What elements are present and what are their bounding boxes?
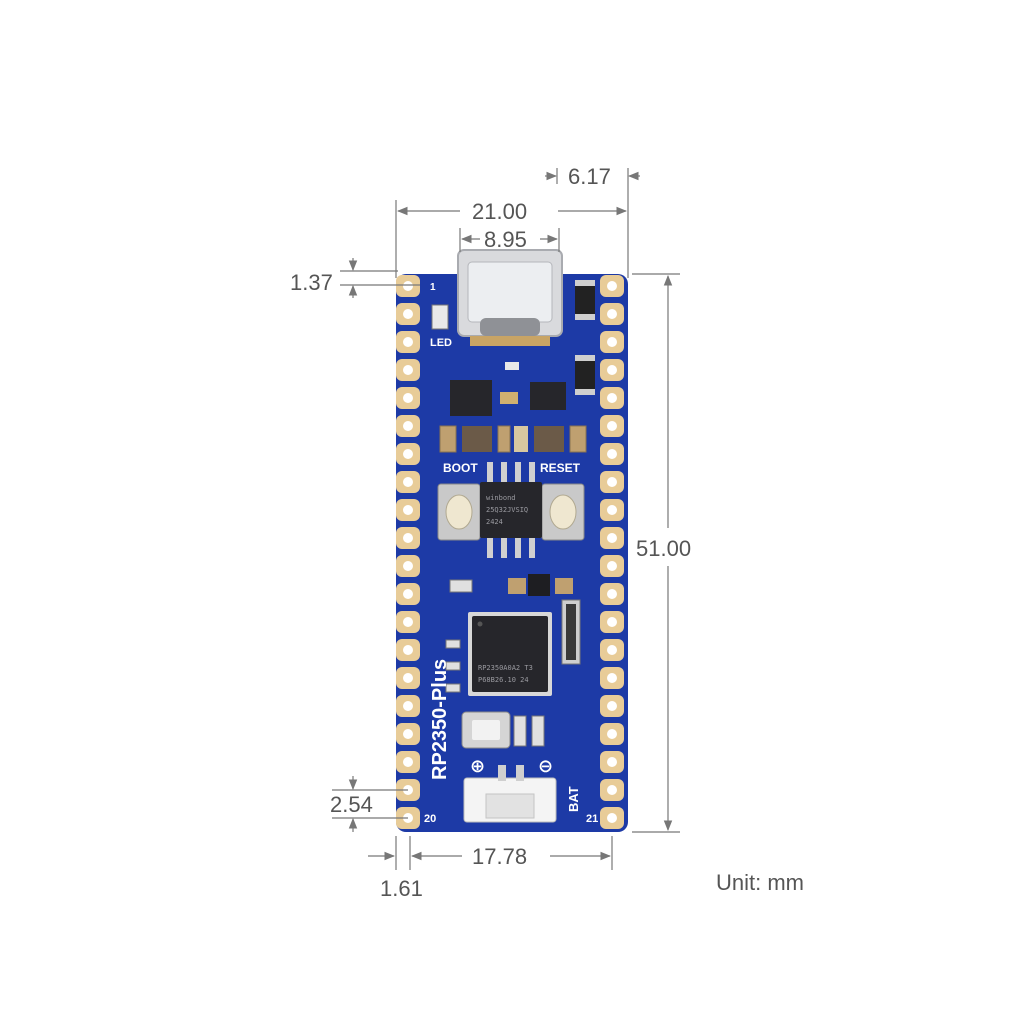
dim-edge-to-pin-value: 1.61 [380,876,423,901]
left-pin-pad-hole-3 [403,337,413,347]
flash-chip: winbond 25Q32JVSIQ 2424 [480,462,542,558]
pin-20-label: 20 [424,813,436,825]
dim-board-width: 21.00 [395,199,628,278]
dim-usb-width-value: 8.95 [484,227,527,252]
dim-top-margin: 1.37 [290,258,420,298]
right-pin-pad-hole-15 [607,673,617,683]
reset-label: RESET [540,461,581,475]
dim-usb-offset: 6.17 [545,164,640,278]
left-pin-pad-hole-10 [403,533,413,543]
board-name-label: RP2350-Plus [429,659,451,780]
regulator-chip [450,380,492,416]
battery-minus-symbol: ⊖ [538,756,553,776]
right-pin-pad-hole-13 [607,617,617,627]
right-pin-pad-hole-20 [607,813,617,823]
left-pin-pad-hole-5 [403,393,413,403]
pin-1-label: 1 [430,282,436,293]
flash-chip-line-2: 25Q32JVSIQ [486,506,528,514]
dim-board-length-value: 51.00 [636,536,691,561]
battery-connector[interactable] [463,765,557,823]
pcb-board: LED 1 BOOT RESET [396,249,628,832]
usb-c-connector [457,249,563,346]
left-pin-pad-hole-14 [403,645,413,655]
right-pin-pad-hole-11 [607,561,617,571]
dim-top-margin-value: 1.37 [290,270,333,295]
left-pin-pad-hole-1 [403,281,413,291]
small-chip [530,382,566,410]
right-pin-pad-hole-5 [607,393,617,403]
dim-usb-offset-value: 6.17 [568,164,611,189]
left-pin-pad-hole-17 [403,729,413,739]
left-pin-pad-hole-15 [403,673,413,683]
left-pin-header [396,275,420,829]
dim-usb-width: 8.95 [459,227,560,252]
right-pin-pad-hole-19 [607,785,617,795]
right-pin-pad-hole-10 [607,533,617,543]
flash-chip-line-3: 2424 [486,518,503,526]
dim-edge-to-pin: 1.61 [368,851,423,901]
left-pin-pad-hole-4 [403,365,413,375]
left-pin-pad-hole-11 [403,561,413,571]
battery-plus-symbol: ⊕ [470,756,485,776]
diode-1 [575,280,595,320]
left-pin-pad-hole-7 [403,449,413,459]
left-pin-pad-hole-6 [403,421,413,431]
left-pin-pad-hole-2 [403,309,413,319]
dim-pin-pitch-value: 2.54 [330,792,373,817]
bat-label: BAT [566,786,581,812]
right-pin-pad-hole-16 [607,701,617,711]
right-pin-pad-hole-4 [607,365,617,375]
right-pin-pad-hole-9 [607,505,617,515]
unit-label: Unit: mm [716,870,804,895]
right-pin-pad-hole-18 [607,757,617,767]
right-pin-pad-hole-1 [607,281,617,291]
pin-21-label: 21 [586,813,598,825]
mcu-chip: RP2350A0A2 T3 P68B26.10 24 [468,612,552,696]
mcu-chip-line-1: RP2350A0A2 T3 [478,664,533,672]
left-pin-pad-hole-12 [403,589,413,599]
dim-pin-row-spacing: 17.78 [395,836,613,870]
resistor-array [561,599,581,665]
right-pin-pad-hole-8 [607,477,617,487]
left-pin-pad-hole-13 [403,617,413,627]
dim-board-width-value: 21.00 [472,199,527,224]
led-label: LED [430,337,452,349]
left-pin-pad-hole-8 [403,477,413,487]
dim-pin-pitch: 2.54 [330,776,408,832]
reset-button[interactable] [541,483,585,541]
right-pin-pad-hole-6 [607,421,617,431]
right-pin-header [600,275,624,829]
dim-pin-row-spacing-value: 17.78 [472,844,527,869]
mcu-chip-line-2: P68B26.10 24 [478,676,529,684]
capacitor-row [439,425,587,453]
led-component [431,304,449,330]
diode-2 [575,355,595,395]
right-pin-pad-hole-2 [607,309,617,319]
left-pin-pad-hole-16 [403,701,413,711]
boot-label: BOOT [443,461,478,475]
flash-chip-line-1: winbond [486,494,516,502]
right-pin-pad-hole-7 [607,449,617,459]
dim-board-length: 51.00 [632,273,691,833]
crystal-oscillator [461,711,511,749]
left-pin-pad-hole-9 [403,505,413,515]
right-pin-pad-hole-3 [607,337,617,347]
right-pin-pad-hole-12 [607,589,617,599]
left-pin-pad-hole-18 [403,757,413,767]
right-pin-pad-hole-17 [607,729,617,739]
right-pin-pad-hole-14 [607,645,617,655]
boot-button[interactable] [437,483,481,541]
